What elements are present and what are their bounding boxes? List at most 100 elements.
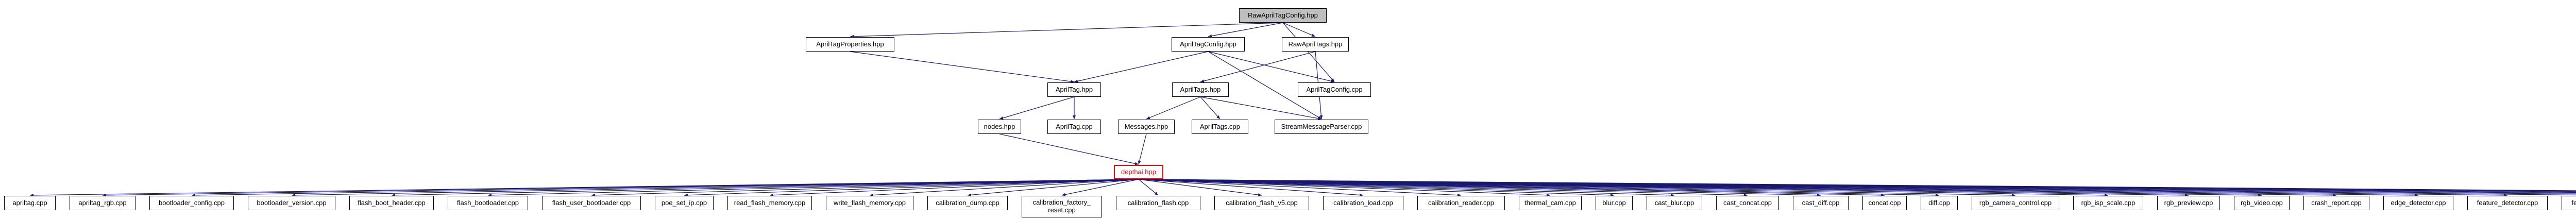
include-edge — [1138, 179, 1364, 197]
graph-node-label: apriltag_rgb.cpp — [78, 198, 127, 207]
graph-node-label: feature_detector.cpp — [2477, 198, 2538, 207]
include-edge — [1208, 22, 1283, 38]
include-edge — [291, 179, 1139, 197]
graph-node[interactable]: thermal_cam.cpp — [1519, 196, 1582, 210]
graph-node[interactable]: rgb_video.cpp — [2234, 196, 2290, 210]
graph-node-label: AprilTagProperties.hpp — [816, 40, 884, 48]
graph-node[interactable]: rgb_isp_scale.cpp — [2073, 196, 2143, 210]
graph-node-label: calibration_reader.cpp — [1428, 198, 1494, 207]
include-edge — [1061, 179, 1139, 196]
include-edge — [869, 179, 1139, 197]
graph-node[interactable]: calibration_reader.cpp — [1417, 196, 1505, 210]
graph-node[interactable]: bootloader_version.cpp — [248, 196, 335, 210]
graph-node-label: flash_boot_header.cpp — [358, 198, 426, 207]
include-edge — [487, 179, 1139, 197]
include-edge — [769, 179, 1139, 197]
graph-node[interactable]: bootloader_config.cpp — [149, 196, 234, 210]
graph-node-label: write_flash_memory.cpp — [834, 198, 906, 207]
include-edge — [967, 179, 1139, 197]
graph-node[interactable]: read_flash_memory.cpp — [727, 196, 812, 210]
graph-node[interactable]: RawAprilTags.hpp — [1282, 37, 1349, 52]
include-edge — [1138, 179, 2576, 191]
graph-node-label: Messages.hpp — [1124, 122, 1168, 130]
include-edge — [1138, 179, 1551, 197]
include-edge — [1200, 51, 1316, 83]
graph-node[interactable]: AprilTagConfig.hpp — [1172, 37, 1245, 52]
graph-node-label: RawAprilTags.hpp — [1288, 40, 1343, 48]
graph-node[interactable]: concat.cpp — [1862, 196, 1907, 210]
graph-node-label: cast_diff.cpp — [1802, 198, 1840, 207]
graph-node-label: calibration_dump.cpp — [936, 198, 999, 207]
graph-node[interactable]: flash_boot_header.cpp — [349, 196, 434, 210]
include-edge — [850, 22, 1283, 38]
graph-node[interactable]: depthai.hpp — [1114, 165, 1163, 179]
include-edge — [1138, 179, 1675, 197]
include-edge — [391, 179, 1139, 197]
graph-node[interactable]: AprilTags.hpp — [1172, 82, 1229, 97]
graph-node-label: calibration_flash_v5.cpp — [1226, 198, 1298, 207]
graph-node-label: AprilTagConfig.cpp — [1306, 85, 1363, 93]
include-edge — [591, 179, 1139, 197]
graph-node[interactable]: poe_set_ip.cpp — [655, 196, 714, 210]
graph-node[interactable]: feature_detector.cpp — [2467, 196, 2548, 210]
graph-node-label: calibration_factory_ reset.cpp — [1032, 198, 1091, 214]
graph-node[interactable]: calibration_flash_v5.cpp — [1214, 196, 1309, 210]
graph-node-label: read_flash_memory.cpp — [734, 198, 806, 207]
graph-node[interactable]: calibration_flash.cpp — [1116, 196, 1200, 210]
graph-node[interactable]: flash_user_bootloader.cpp — [542, 196, 641, 210]
graph-node[interactable]: Messages.hpp — [1118, 120, 1175, 134]
include-edge — [1138, 179, 1462, 197]
graph-node[interactable]: AprilTagProperties.hpp — [806, 37, 894, 52]
graph-node-label: RawAprilTagConfig.hpp — [1248, 11, 1318, 19]
graph-node-label: thermal_cam.cpp — [1524, 198, 1576, 207]
graph-node-label: poe_set_ip.cpp — [661, 198, 707, 207]
graph-node[interactable]: calibration_load.cpp — [1323, 196, 1403, 210]
graph-node[interactable]: rgb_camera_control.cpp — [1972, 196, 2059, 210]
graph-node[interactable]: AprilTags.cpp — [1192, 120, 1248, 134]
graph-node[interactable]: blur.cpp — [1596, 196, 1633, 210]
graph-node-label: feature_tracker.cpp — [2571, 198, 2576, 207]
graph-node[interactable]: calibration_dump.cpp — [927, 196, 1008, 210]
graph-node-label: edge_detector.cpp — [2391, 198, 2446, 207]
graph-node-label: AprilTags.cpp — [1199, 122, 1241, 130]
graph-node-label: AprilTag.hpp — [1055, 85, 1093, 93]
graph-node[interactable]: apriltag.cpp — [4, 196, 56, 210]
include-edge — [191, 179, 1139, 197]
graph-node[interactable]: flash_bootloader.cpp — [448, 196, 528, 210]
graph-node-label: flash_bootloader.cpp — [457, 198, 519, 207]
graph-node[interactable]: calibration_factory_ reset.cpp — [1022, 196, 1102, 217]
graph-node-label: cast_concat.cpp — [1723, 198, 1772, 207]
graph-node[interactable]: feature_tracker.cpp — [2562, 196, 2576, 210]
graph-node[interactable]: nodes.hpp — [978, 120, 1021, 134]
graph-node-label: depthai.hpp — [1121, 167, 1156, 176]
include-edge — [850, 51, 1075, 83]
include-edge — [684, 179, 1139, 197]
graph-node-label: bootloader_version.cpp — [257, 198, 327, 207]
graph-node-label: StreamMessageParser.cpp — [1281, 122, 1362, 130]
graph-node[interactable]: RawAprilTagConfig.hpp — [1239, 8, 1327, 23]
graph-node[interactable]: rgb_preview.cpp — [2157, 196, 2220, 210]
include-edge — [1138, 179, 1159, 196]
graph-node[interactable]: cast_blur.cpp — [1647, 196, 1702, 210]
graph-node[interactable]: AprilTag.cpp — [1047, 120, 1101, 134]
graph-node-label: AprilTagConfig.hpp — [1180, 40, 1236, 48]
graph-node[interactable]: AprilTagConfig.cpp — [1298, 82, 1371, 97]
graph-node[interactable]: AprilTag.hpp — [1047, 82, 1101, 97]
graph-node-label: flash_user_bootloader.cpp — [552, 198, 631, 207]
graph-node[interactable]: cast_diff.cpp — [1793, 196, 1849, 210]
graph-node-label: bootloader_config.cpp — [159, 198, 225, 207]
graph-node[interactable]: write_flash_memory.cpp — [826, 196, 913, 210]
graph-node[interactable]: edge_detector.cpp — [2383, 196, 2453, 210]
graph-node[interactable]: cast_concat.cpp — [1716, 196, 1779, 210]
graph-node[interactable]: StreamMessageParser.cpp — [1275, 120, 1368, 134]
include-edge — [999, 133, 1139, 165]
graph-node[interactable]: apriltag_rgb.cpp — [70, 196, 135, 210]
include-edge — [1146, 96, 1201, 120]
graph-node-label: concat.cpp — [1868, 198, 1901, 207]
graph-node[interactable]: crash_report.cpp — [2303, 196, 2369, 210]
graph-node-label: rgb_camera_control.cpp — [1979, 198, 2052, 207]
graph-node-label: rgb_preview.cpp — [2164, 198, 2213, 207]
graph-node[interactable]: diff.cpp — [1921, 196, 1958, 210]
